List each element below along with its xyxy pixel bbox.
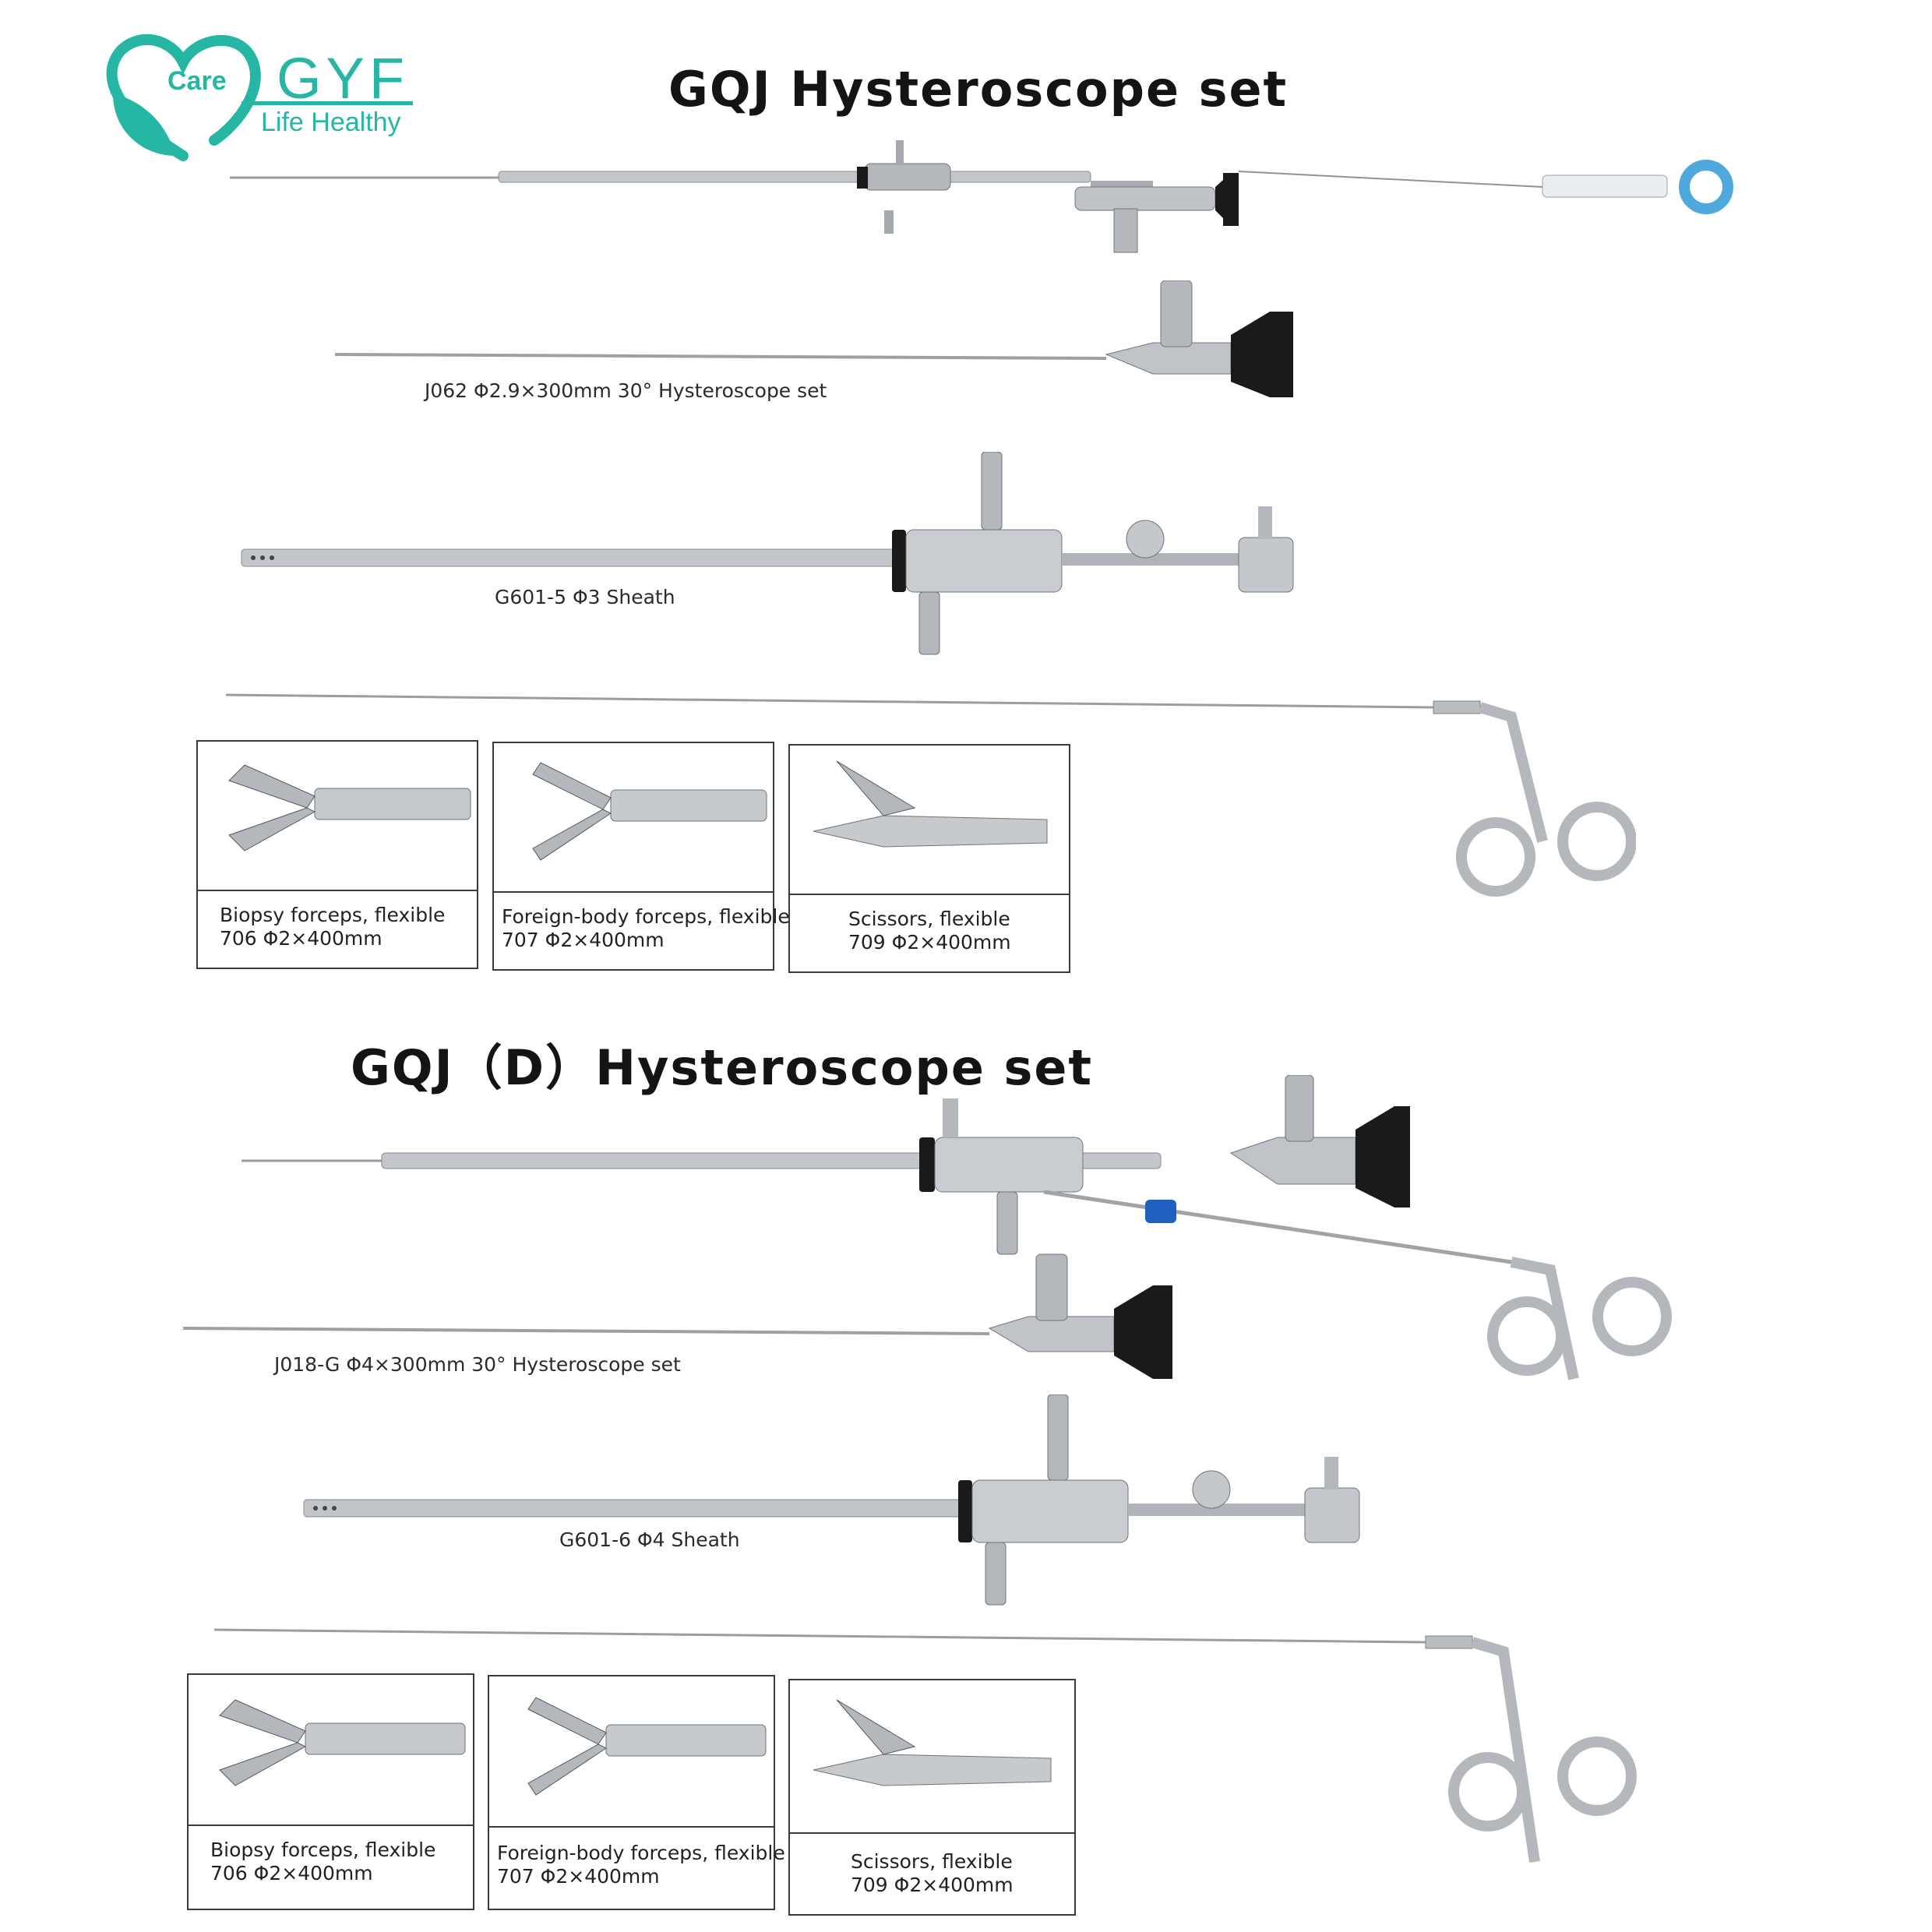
flexible-instrument-1-image bbox=[225, 693, 1636, 897]
instrument-name: Biopsy forceps, flexible bbox=[210, 1839, 436, 1861]
hysteroscope-assembly-2 bbox=[242, 1075, 1672, 1380]
section2-title: GQJ（D）Hysteroscope set bbox=[351, 1039, 1094, 1096]
sheath-caption-2: G601-6 Φ4 Sheath bbox=[559, 1528, 740, 1551]
sheath-caption-1: G601-5 Φ3 Sheath bbox=[495, 586, 675, 608]
sheath-2-image bbox=[303, 1394, 1360, 1606]
hysteroscope-1-image bbox=[334, 280, 1293, 397]
instrument-label: Foreign-body forceps, flexible 707 Φ2×40… bbox=[502, 905, 790, 952]
logo-tagline: Life Healthy bbox=[261, 108, 401, 137]
hysteroscope-2-image bbox=[182, 1253, 1172, 1379]
logo-care-text: Care bbox=[167, 66, 227, 96]
instrument-spec: 706 Φ2×400mm bbox=[220, 927, 383, 950]
scissors-image bbox=[790, 746, 1069, 895]
instrument-card-scissors-2: Scissors, flexible 709 Φ2×400mm bbox=[788, 1679, 1076, 1916]
instrument-card-foreign-body-1: Foreign-body forceps, flexible 707 Φ2×40… bbox=[492, 742, 790, 971]
instrument-name: Scissors, flexible bbox=[848, 908, 1010, 930]
foreign-body-forceps-image bbox=[489, 1676, 774, 1828]
flexible-instrument-2-image bbox=[213, 1628, 1637, 1863]
section1-title: GQJ Hysteroscope set bbox=[668, 61, 1289, 118]
instrument-spec: 707 Φ2×400mm bbox=[497, 1865, 660, 1888]
foreign-body-forceps-image bbox=[494, 743, 773, 893]
instrument-card-biopsy-2: Biopsy forceps, flexible 706 Φ2×400mm bbox=[187, 1673, 474, 1910]
instrument-label: Biopsy forceps, flexible 706 Φ2×400mm bbox=[210, 1839, 435, 1885]
hysteroscope-assembly-1 bbox=[230, 140, 1733, 253]
instrument-spec: 709 Φ2×400mm bbox=[851, 1874, 1014, 1896]
scissors-image bbox=[790, 1680, 1074, 1834]
biopsy-forceps-image bbox=[198, 742, 477, 891]
scope-caption-2: J018-G Φ4×300mm 30° Hysteroscope set bbox=[274, 1353, 681, 1376]
instrument-name: Scissors, flexible bbox=[851, 1850, 1013, 1873]
instrument-spec: 707 Φ2×400mm bbox=[502, 929, 665, 951]
heart-leaf-icon bbox=[106, 33, 261, 161]
instrument-card-biopsy-1: Biopsy forceps, flexible 706 Φ2×400mm bbox=[196, 740, 478, 969]
sheath-1-image bbox=[241, 452, 1294, 655]
instrument-label: Scissors, flexible 709 Φ2×400mm bbox=[848, 908, 1011, 954]
instrument-spec: 706 Φ2×400mm bbox=[210, 1862, 373, 1884]
instrument-name: Foreign-body forceps, flexible bbox=[497, 1842, 785, 1864]
instrument-name: Biopsy forceps, flexible bbox=[220, 904, 446, 926]
instrument-card-scissors-1: Scissors, flexible 709 Φ2×400mm bbox=[788, 744, 1070, 973]
instrument-card-foreign-body-2: Foreign-body forceps, flexible 707 Φ2×40… bbox=[488, 1675, 785, 1910]
instrument-label: Scissors, flexible 709 Φ2×400mm bbox=[851, 1850, 1014, 1897]
instrument-spec: 709 Φ2×400mm bbox=[848, 931, 1011, 954]
instrument-label: Biopsy forceps, flexible 706 Φ2×400mm bbox=[220, 904, 445, 950]
logo-brand-text: GYF bbox=[277, 46, 410, 111]
scope-caption-1: J062 Φ2.9×300mm 30° Hysteroscope set bbox=[425, 379, 827, 402]
instrument-name: Foreign-body forceps, flexible bbox=[502, 905, 790, 928]
logo-underline bbox=[242, 101, 413, 105]
instrument-label: Foreign-body forceps, flexible 707 Φ2×40… bbox=[497, 1842, 785, 1888]
biopsy-forceps-image bbox=[189, 1675, 473, 1826]
